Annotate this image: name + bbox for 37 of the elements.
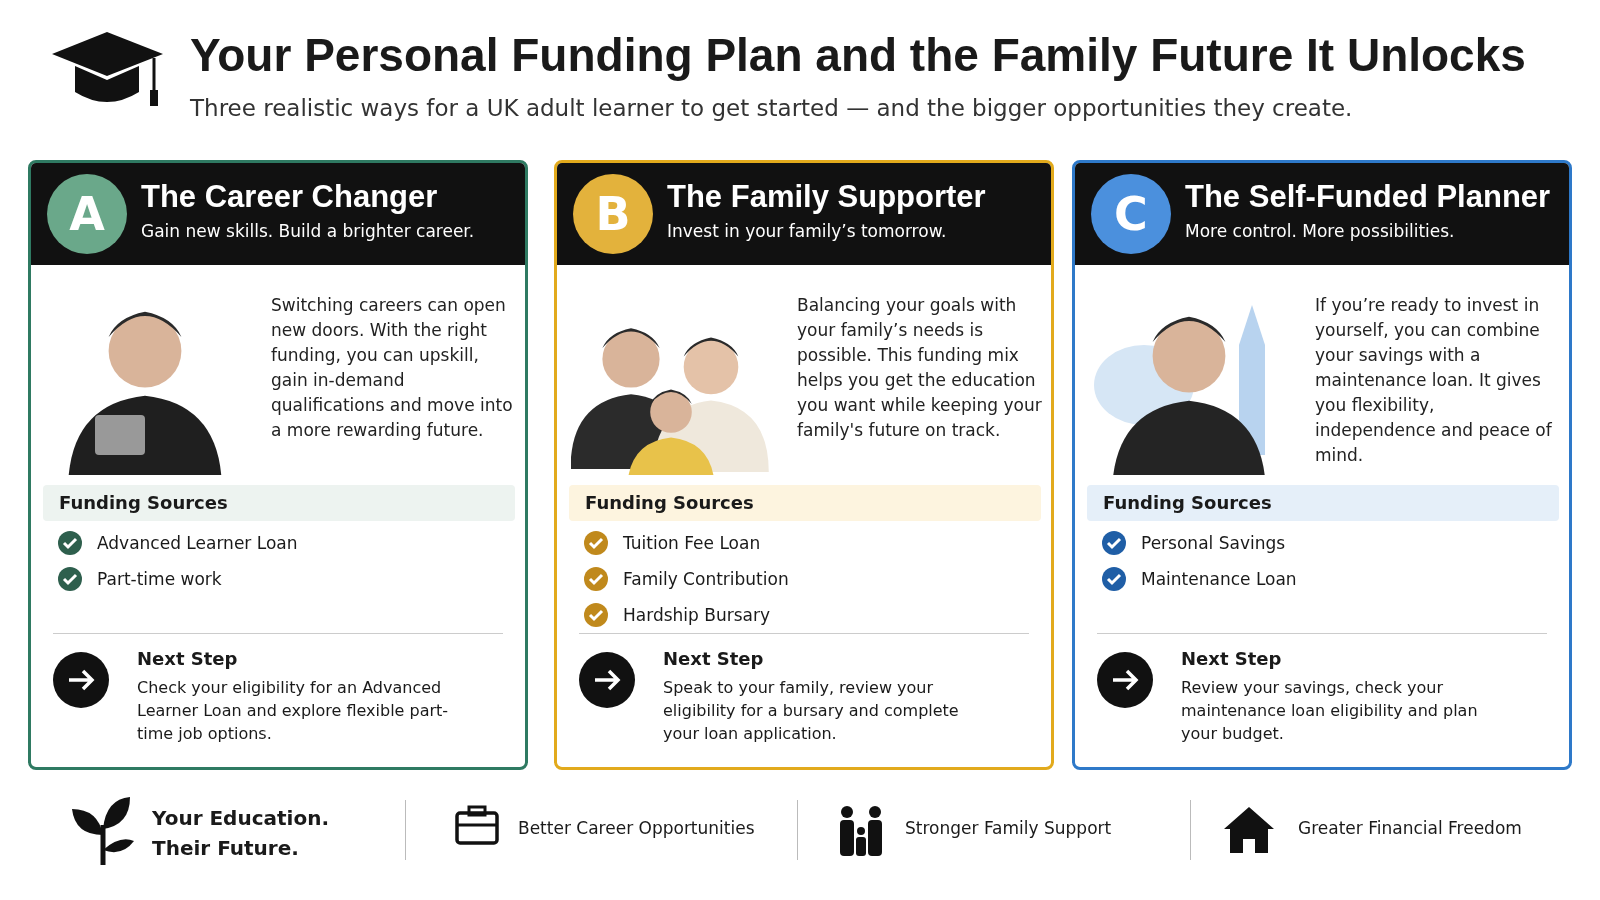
letter-badge: A [47, 174, 127, 254]
list-item: Hardship Bursary [623, 605, 770, 625]
card [554, 160, 1054, 770]
section-heading: Funding Sources [43, 485, 515, 521]
list-item: Tuition Fee Loan [623, 533, 761, 553]
subtitle: Three realistic ways for a UK adult learner to get started — and the bigger opportunities they create. [190, 95, 1353, 121]
footer-text: Greater Financial Freedom [1298, 818, 1522, 838]
section-heading: Next Step [1181, 648, 1282, 669]
footer-text: Stronger Family Support [905, 818, 1112, 838]
section-heading: Funding Sources [569, 485, 1041, 521]
page-title: Your Personal Funding Plan and the Family Future It Unlocks [190, 28, 1526, 82]
card [1072, 160, 1572, 770]
list-item: Family Contribution [623, 569, 789, 589]
body-text: Check your eligibility for an Advanced Learner Loan and explore flexible part-time job options. [137, 677, 450, 745]
section-heading: Next Step [663, 648, 764, 669]
card-subtitle: Invest in your family’s tomorrow. [667, 221, 947, 241]
body-text: Speak to your family, review your eligibility for a bursary and complete your loan application. [663, 677, 960, 745]
card-subtitle: Gain new skills. Build a brighter career. [141, 221, 475, 241]
list-item: Part-time work [97, 569, 222, 589]
card [28, 160, 528, 770]
letter-badge: C [1091, 174, 1171, 254]
footer-text: Your Education. Their Future. [152, 805, 330, 862]
list-item: Personal Savings [1141, 533, 1286, 553]
description-text: If you’re ready to invest in yourself, you can combine your savings with a maintenance loan. It gives you flexibility, independence and peace of mind. [1315, 294, 1553, 467]
description-text: Balancing your goals with your family’s needs is possible. This funding mix helps you get the education you want while keeping your family's future on track. [797, 294, 1042, 442]
card-title: The Self-Funded Planner [1185, 179, 1551, 215]
card-title: The Family Supporter [667, 179, 986, 215]
section-heading: Funding Sources [1087, 485, 1559, 521]
card-subtitle: More control. More possibilities. [1185, 221, 1455, 241]
letter-badge: B [573, 174, 653, 254]
description-text: Switching careers can open new doors. With the right funding, you can upskill, gain in-demand qualifications and move into a more rewarding future. [271, 294, 514, 442]
footer-text: Better Career Opportunities [518, 818, 755, 838]
list-item: Advanced Learner Loan [97, 533, 298, 553]
card-title: The Career Changer [141, 179, 438, 215]
list-item: Maintenance Loan [1141, 569, 1297, 589]
body-text: Review your savings, check your maintenance loan eligibility and plan your budget. [1181, 677, 1479, 745]
section-heading: Next Step [137, 648, 238, 669]
